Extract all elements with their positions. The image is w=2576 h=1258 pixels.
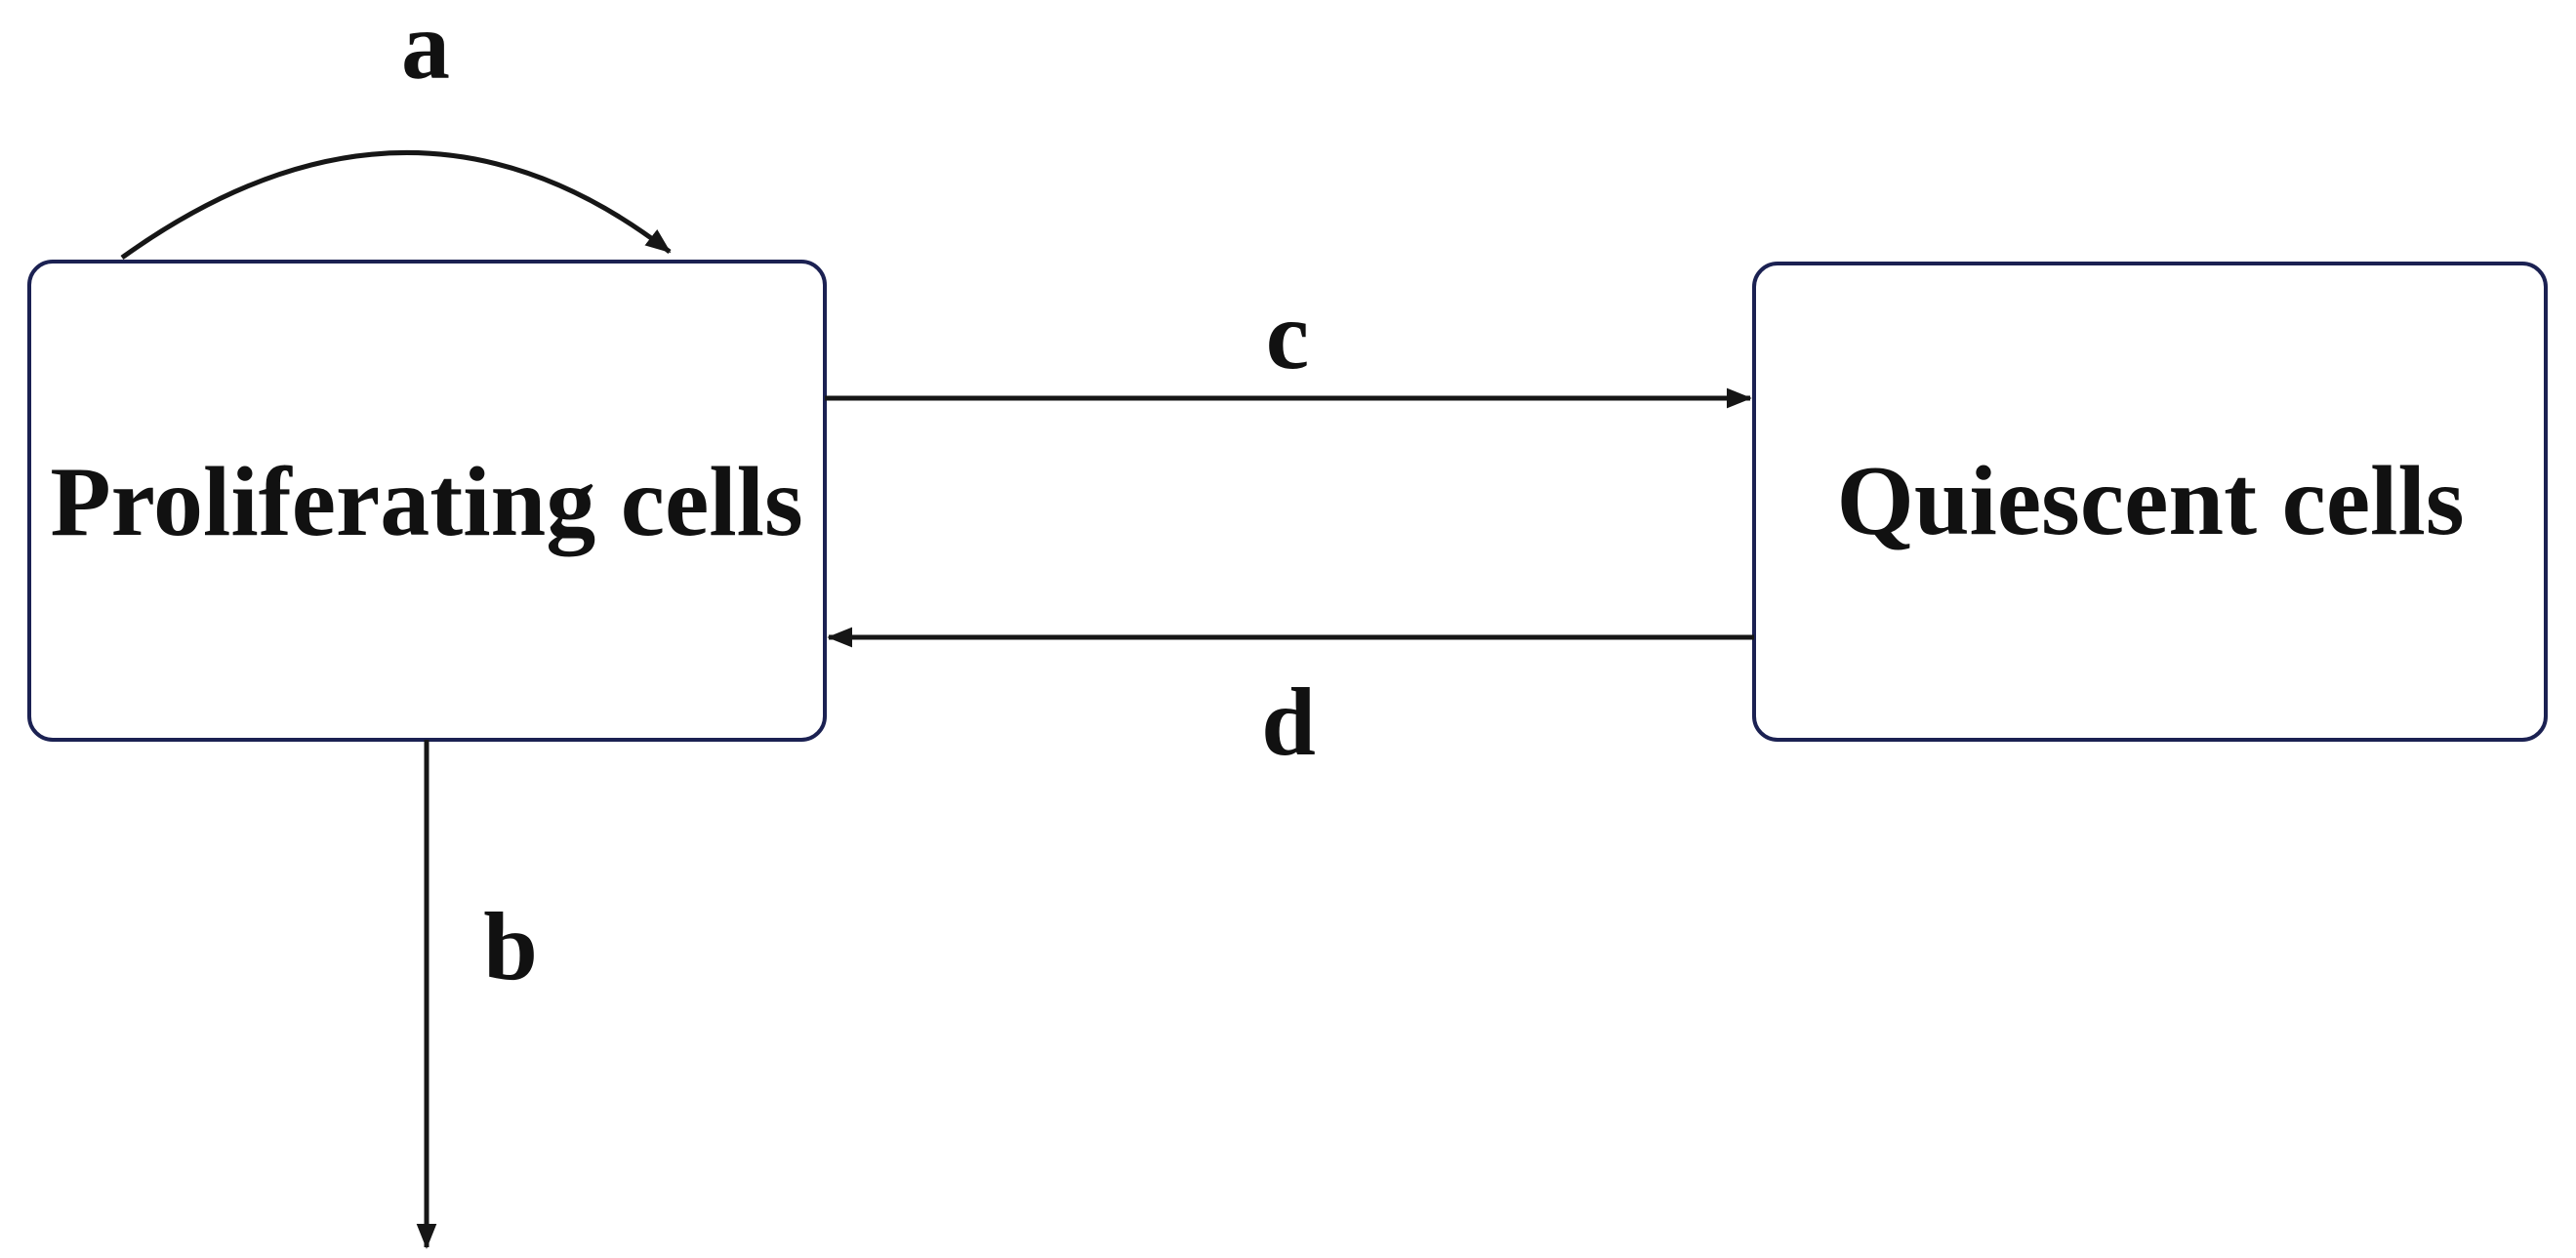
edge-label-d: d bbox=[1261, 668, 1316, 776]
node-label-proliferating: Proliferating cells bbox=[50, 447, 802, 557]
node-label-quiescent: Quiescent cells bbox=[1836, 446, 2464, 556]
quiescent-cells-box bbox=[1752, 262, 2548, 742]
edge-label-b: b bbox=[483, 892, 538, 1000]
arrow-a-self-loop bbox=[120, 150, 672, 261]
edge-label-c: c bbox=[1266, 281, 1309, 389]
edge-label-a: a bbox=[401, 0, 450, 100]
